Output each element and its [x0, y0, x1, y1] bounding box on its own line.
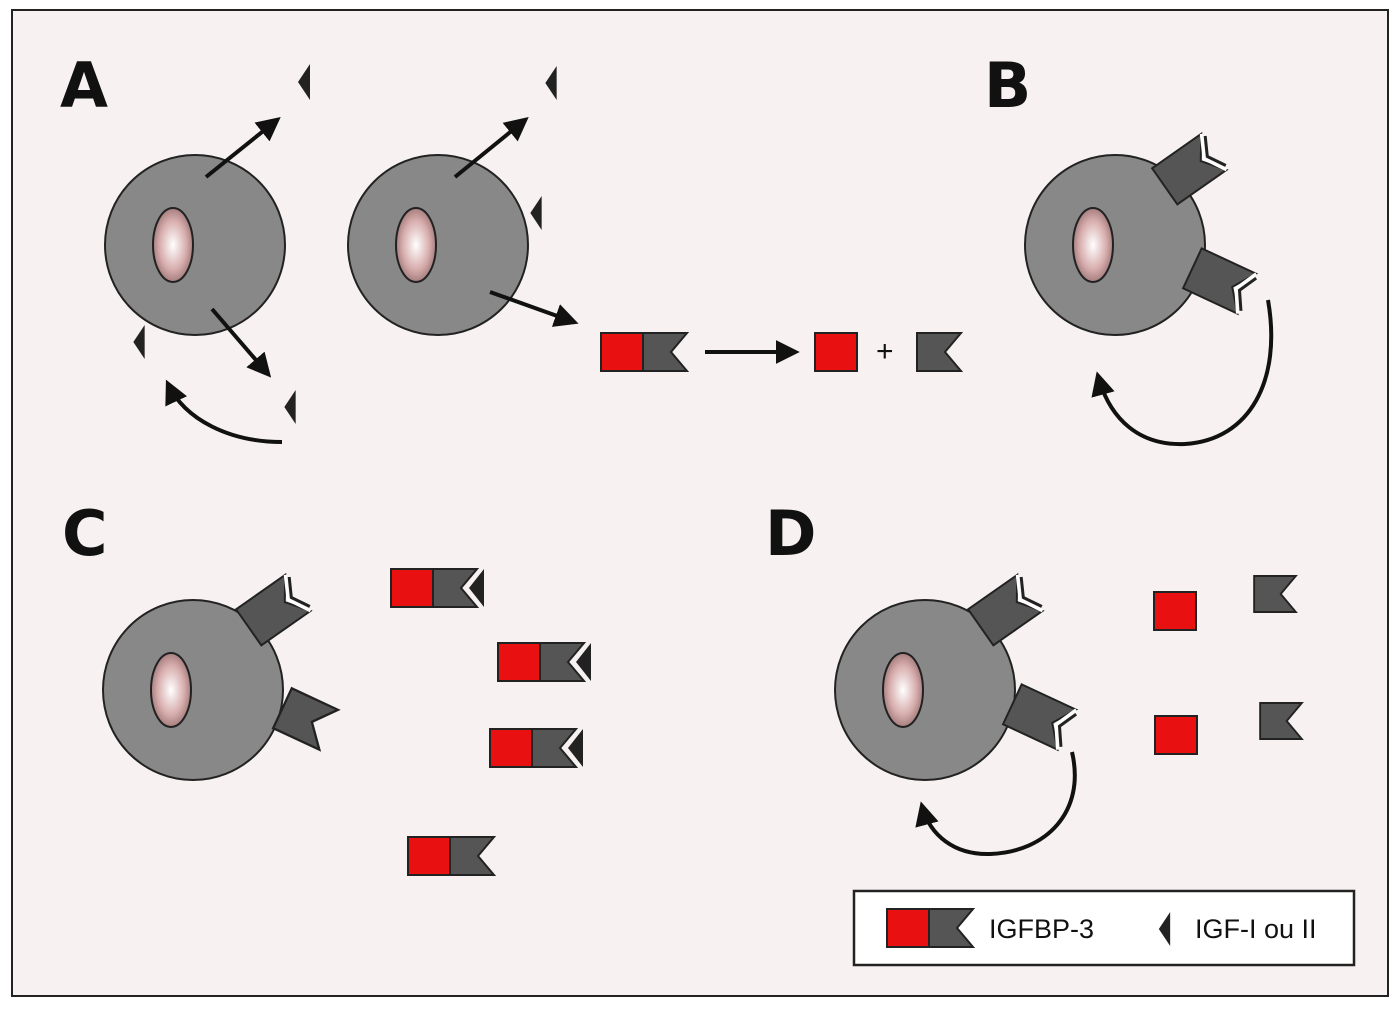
- panel-d: [834, 572, 1303, 857]
- igfbp3-igf-complex: [390, 568, 485, 608]
- secretion-arrow: [204, 116, 281, 179]
- panel-a: [104, 64, 962, 444]
- autocrine-arrow: [915, 751, 1077, 857]
- plus-sign: +: [876, 335, 894, 368]
- cell-a1: [104, 154, 286, 336]
- autocrine-arrow: [165, 379, 283, 444]
- igfbp3-fragment-red: [1153, 591, 1197, 631]
- panel-label-a: A: [60, 49, 108, 122]
- legend: [852, 889, 1356, 967]
- igfbp3-fragment-red: [814, 332, 858, 372]
- secretion-arrow: [453, 116, 529, 179]
- igfbp3-igf-complex: [489, 728, 584, 768]
- panel-label-d: D: [765, 497, 817, 570]
- panel-b: [1024, 131, 1274, 447]
- secretion-arrow: [210, 307, 272, 378]
- igfbp3-fragment-red: [1154, 715, 1198, 755]
- panel-label-b: B: [984, 49, 1032, 122]
- legend-igfbp3-label: IGFBP-3: [989, 914, 1095, 944]
- panel-label-c: C: [62, 497, 108, 570]
- secretion-arrow: [489, 290, 579, 327]
- legend-igf-label: IGF-I ou II: [1195, 914, 1317, 944]
- autocrine-arrow: [1091, 299, 1274, 447]
- igfbp3-igf-complex: [497, 642, 592, 682]
- cell-a2: [347, 154, 529, 336]
